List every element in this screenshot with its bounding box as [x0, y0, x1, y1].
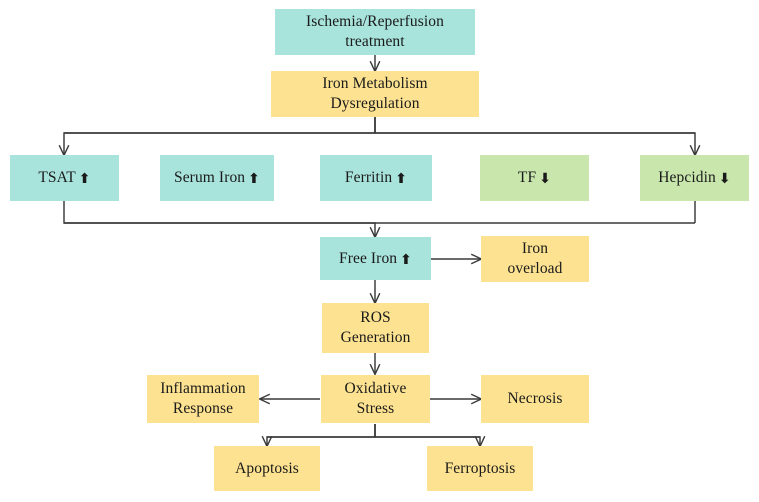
edge-oxidative-stress-to-apoptosis — [267, 424, 376, 446]
node-apoptosis[interactable]: Apoptosis — [214, 446, 320, 491]
trend-down-icon: ⬇ — [539, 171, 552, 188]
node-label: Apoptosis — [235, 459, 299, 477]
node-ferritin[interactable]: Ferritin⬆ — [320, 155, 432, 201]
node-label: ROS Generation — [340, 309, 411, 346]
node-label: TSAT — [38, 169, 76, 187]
node-label: Ferroptosis — [444, 459, 516, 477]
edge-iron-metabolism-to-tsat — [64, 117, 376, 155]
trend-up-icon: ⬆ — [395, 171, 408, 188]
node-oxidative-stress[interactable]: Oxidative Stress — [321, 375, 430, 423]
node-label-wrap: Hepcidin⬇ — [658, 168, 730, 188]
node-label: Serum Iron — [173, 169, 246, 187]
trend-up-icon: ⬆ — [400, 251, 412, 268]
node-iron-metabolism-dysregulation[interactable]: Iron Metabolism Dysregulation — [271, 71, 479, 117]
node-label: Ferritin — [344, 169, 393, 187]
node-necrosis[interactable]: Necrosis — [481, 375, 589, 423]
node-inflammation-response[interactable]: Inflammation Response — [147, 375, 259, 423]
node-label: Ischemia/Reperfusion treatment — [305, 13, 444, 50]
trend-up-icon: ⬆ — [248, 171, 260, 188]
node-label-wrap: TF⬇ — [518, 168, 551, 188]
trend-up-icon: ⬆ — [78, 171, 91, 188]
node-label-wrap: Serum Iron⬆ — [174, 168, 260, 188]
node-label: Iron overload — [507, 240, 563, 277]
node-label: Free Iron — [339, 249, 398, 267]
node-free-iron[interactable]: Free Iron⬆ — [320, 237, 431, 280]
edge-oxidative-stress-to-ferroptosis — [374, 424, 480, 446]
node-label: Necrosis — [507, 390, 563, 408]
node-ros-generation[interactable]: ROS Generation — [322, 303, 429, 353]
trend-down-icon: ⬇ — [718, 171, 731, 188]
node-label: Hepcidin — [658, 169, 716, 187]
node-serum-iron[interactable]: Serum Iron⬆ — [160, 155, 274, 201]
node-label: TF — [517, 169, 537, 187]
node-label-wrap: Ferritin⬆ — [345, 168, 407, 188]
edge-iron-metabolism-to-hepcidin — [374, 117, 695, 155]
node-label-wrap: TSAT⬆ — [38, 168, 90, 188]
node-tf[interactable]: TF⬇ — [480, 155, 589, 201]
node-ischemia-reperfusion[interactable]: Ischemia/Reperfusion treatment — [275, 9, 475, 55]
node-hepcidin[interactable]: Hepcidin⬇ — [640, 155, 749, 201]
node-ferroptosis[interactable]: Ferroptosis — [427, 446, 533, 491]
edge-tsat-to-free-iron — [63, 201, 375, 237]
node-label: Inflammation Response — [160, 380, 246, 417]
node-tsat[interactable]: TSAT⬆ — [10, 155, 119, 201]
node-label: Oxidative Stress — [344, 380, 407, 417]
node-label-wrap: Free Iron⬆ — [339, 249, 412, 269]
node-label: Iron Metabolism Dysregulation — [322, 75, 428, 112]
node-iron-overload[interactable]: Iron overload — [481, 236, 589, 282]
